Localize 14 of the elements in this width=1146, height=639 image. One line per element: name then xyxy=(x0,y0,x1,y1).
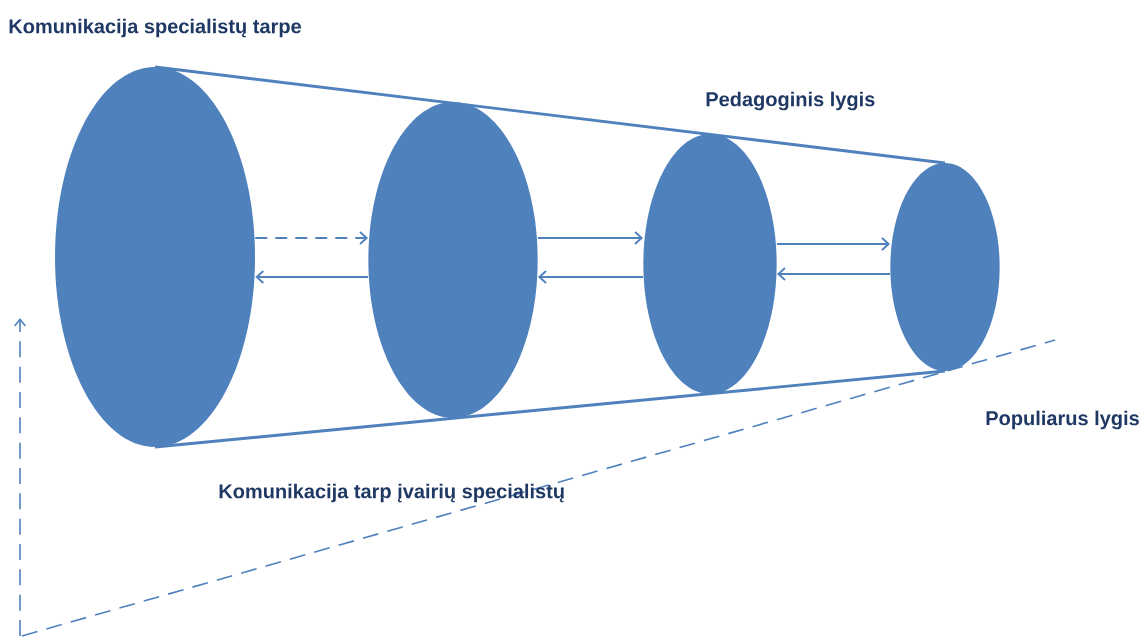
label: Populiarus lygis xyxy=(986,410,1139,430)
arrow xyxy=(537,231,644,245)
ellipse xyxy=(55,67,255,447)
ellipse xyxy=(643,134,777,394)
arrow xyxy=(776,267,891,281)
arrow xyxy=(255,270,369,284)
label: Pedagoginis lygis xyxy=(706,91,875,111)
arrow xyxy=(254,231,369,245)
ellipse xyxy=(368,102,538,418)
arrow xyxy=(776,237,891,251)
label: Komunikacija tarp įvairių specialistų xyxy=(219,483,564,503)
label: Komunikacija specialistų tarpe xyxy=(9,18,301,38)
ellipse xyxy=(890,163,1000,371)
arrow xyxy=(537,270,644,284)
